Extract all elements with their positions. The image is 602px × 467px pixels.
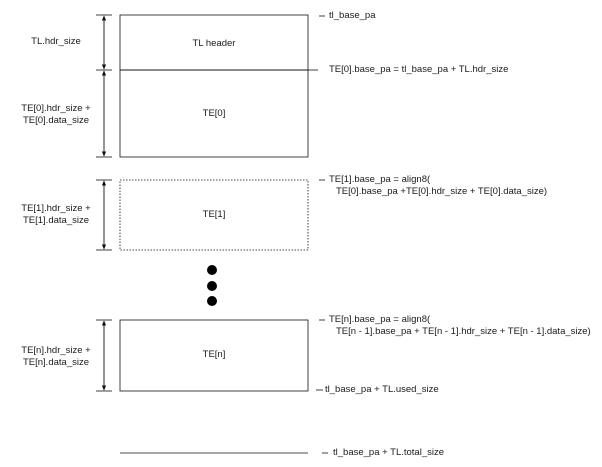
ten-size-label-1: TE[n].hdr_size +: [21, 345, 91, 356]
te0-size-label-2: TE[0].data_size: [22, 115, 89, 126]
ellipsis-dot-2: [207, 281, 217, 291]
te0-label: TE[0]: [202, 108, 226, 119]
te1-base-annotation-2: TE[0].base_pa +TE[0].hdr_size + TE[0].da…: [336, 186, 548, 197]
used-size-annotation: tl_base_pa + TL.used_size: [325, 384, 439, 395]
te0-size-label-1: TE[0].hdr_size +: [21, 103, 91, 114]
te1-size-label-2: TE[1].data_size: [22, 215, 89, 226]
ellipsis-dot-3: [207, 296, 217, 306]
ellipsis-dot-1: [207, 265, 217, 275]
ten-base-annotation-2: TE[n - 1].base_pa + TE[n - 1].hdr_size +…: [336, 326, 591, 337]
te1-box: [119, 179, 309, 251]
te0-box: [119, 69, 309, 158]
ten-label: TE[n]: [202, 349, 226, 360]
tl-hdr-size-arrow: [96, 14, 112, 71]
te1-size-label-1: TE[1].hdr_size +: [21, 203, 91, 214]
te1-base-annotation-1: TE[1].base_pa = align8(: [329, 174, 431, 185]
ten-size-label-2: TE[n].data_size: [22, 357, 89, 368]
tl-hdr-size-label: TL.hdr_size: [31, 36, 81, 47]
te0-base-annotation: TE[0].base_pa = tl_base_pa + TL.hdr_size: [329, 64, 509, 75]
tl-base-annotation: tl_base_pa: [329, 10, 376, 21]
ten-size-arrow: [96, 319, 112, 392]
ten-base-annotation-1: TE[n].base_pa = align8(: [329, 314, 431, 325]
tl-header-label: TL header: [192, 38, 236, 49]
te1-size-arrow: [96, 179, 112, 251]
te1-label: TE[1]: [202, 209, 226, 220]
te0-size-arrow: [96, 70, 112, 158]
ten-box: [119, 319, 309, 392]
total-size-annotation: tl_base_pa + TL.total_size: [333, 447, 444, 458]
